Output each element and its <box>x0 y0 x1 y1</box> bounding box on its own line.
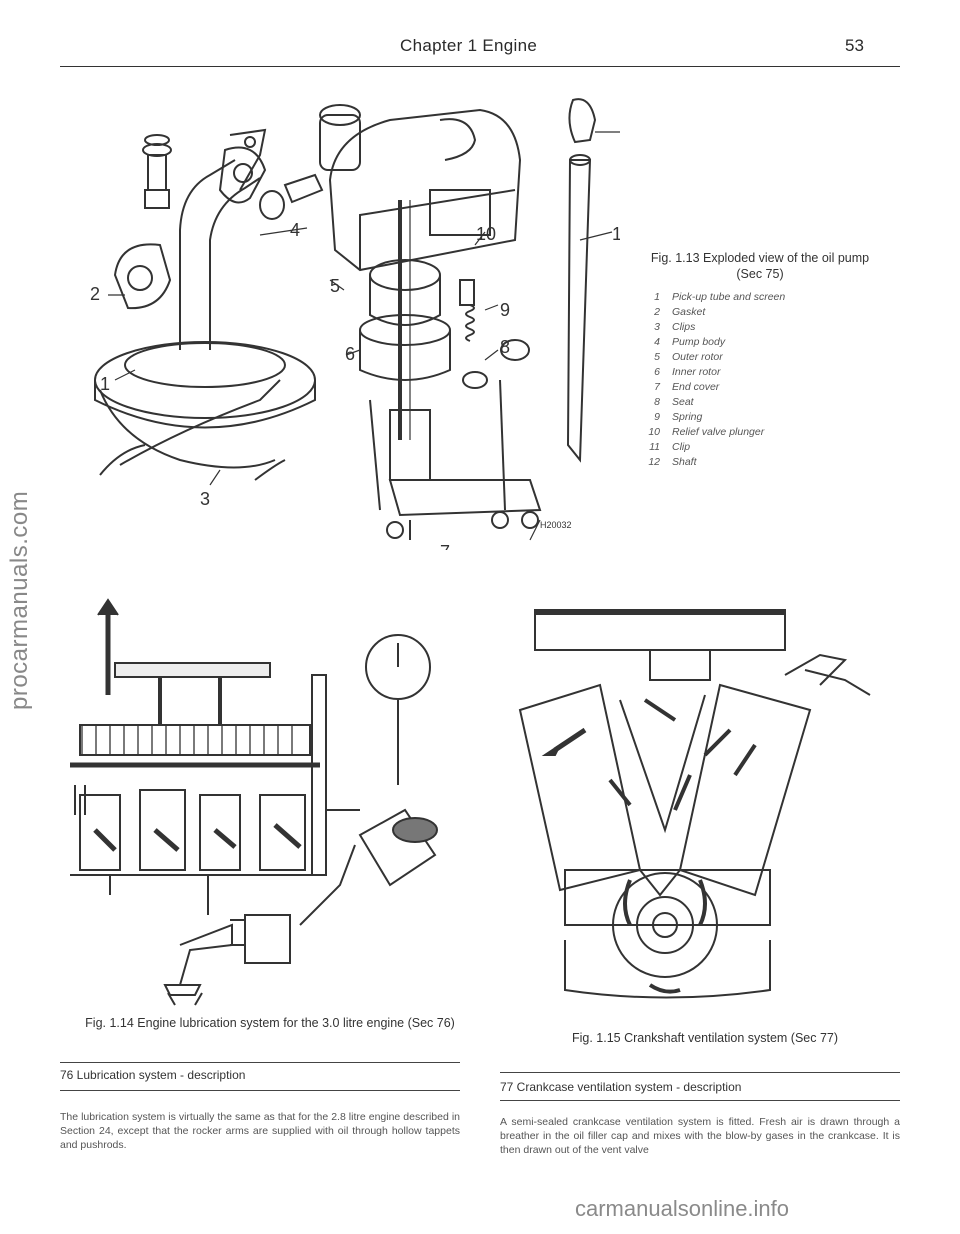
callout-5: 5 <box>330 276 340 296</box>
fig-1-13-caption: Fig. 1.13 Exploded view of the oil pump … <box>650 251 870 281</box>
watermark-bottom: carmanualsonline.info <box>575 1196 790 1221</box>
section-76-bottom-rule <box>60 1090 460 1091</box>
section-77-body: A semi-sealed crankcase ventilation syst… <box>500 1116 900 1156</box>
section-76-title: 76 Lubrication system - description <box>60 1068 246 1082</box>
drawing-ref-code: H20032 <box>540 520 572 530</box>
callout-1: 1 <box>100 374 110 394</box>
page-number: 53 <box>845 36 864 55</box>
oil-pump-exploded-illustration: 2 1 3 4 5 6 7 8 9 10 11 12 H20032 <box>90 98 620 550</box>
section-77-top-rule <box>500 1072 900 1073</box>
callout-10: 10 <box>476 224 496 244</box>
watermark-left: procarmanuals.com <box>2 491 33 710</box>
lubrication-system-illustration <box>70 598 438 1006</box>
section-77-title: 77 Crankcase ventilation system - descri… <box>500 1080 742 1094</box>
callout-8: 8 <box>500 337 510 357</box>
section-76-top-rule <box>60 1062 460 1063</box>
chapter-title: Chapter 1 Engine <box>400 36 538 55</box>
callout-4: 4 <box>290 220 300 240</box>
section-77-bottom-rule <box>500 1100 900 1101</box>
watermark-left-text: procarmanuals.com <box>6 490 33 710</box>
callout-3: 3 <box>200 489 210 509</box>
section-76-body: The lubrication system is virtually the … <box>60 1111 460 1151</box>
callout-9: 9 <box>500 300 510 320</box>
fig-1-14-caption: Fig. 1.14 Engine lubrication system for … <box>85 1016 455 1030</box>
callout-12: 12 <box>612 224 620 244</box>
callout-7: 7 <box>440 542 450 550</box>
callout-6: 6 <box>345 344 355 364</box>
fig-1-15-caption: Fig. 1.15 Crankshaft ventilation system … <box>571 1031 839 1045</box>
crankshaft-ventilation-illustration <box>518 609 871 999</box>
callout-2: 2 <box>90 284 100 304</box>
header-rule <box>60 66 900 67</box>
